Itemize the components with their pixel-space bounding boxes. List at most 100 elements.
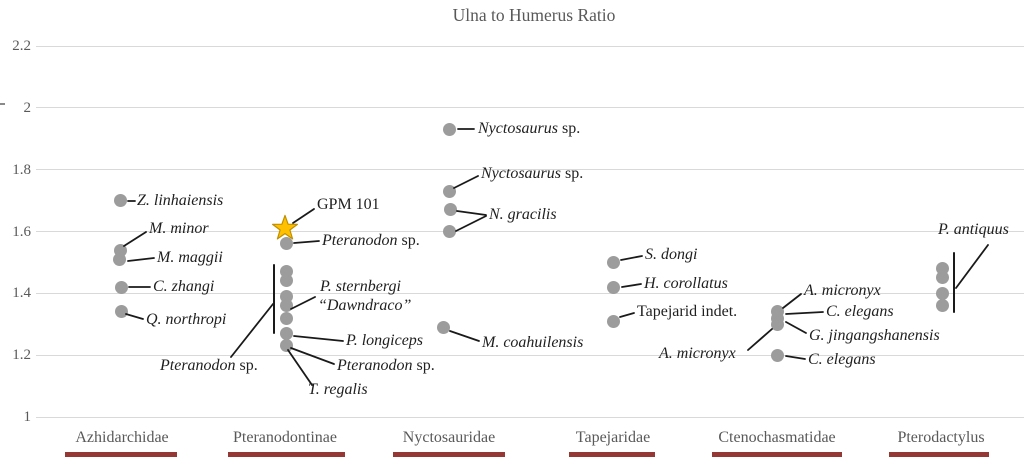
annotation-label: G. jingangshanensis	[809, 326, 940, 346]
leader-line	[785, 311, 824, 315]
annotation-label: Nyctosaurus sp.	[481, 164, 583, 184]
annotation-label: N. gracilis	[489, 205, 557, 225]
y-tick-label: 1	[23, 409, 32, 425]
cropped-red-text-bar	[65, 452, 177, 457]
data-point	[935, 299, 949, 313]
label-roman-text: GPM 101	[317, 196, 380, 213]
taxon-name: “Dawndraco”	[318, 297, 412, 314]
leader-line	[292, 208, 315, 224]
taxon-name: P. antiquus	[938, 221, 1009, 238]
chart-title: Ulna to Humerus Ratio	[452, 5, 616, 25]
taxon-name: M. coahuilensis	[482, 334, 584, 351]
leader-line	[125, 313, 144, 320]
taxon-name: C. elegans	[808, 351, 876, 368]
gridline	[36, 231, 1024, 232]
data-point	[770, 348, 784, 362]
data-point	[442, 225, 456, 238]
data-point	[770, 317, 784, 331]
annotation-label: C. zhangi	[153, 277, 214, 297]
taxon-name: Nyctosaurus	[481, 165, 561, 182]
annotation-label: C. elegans	[826, 302, 894, 322]
leader-line	[955, 244, 989, 289]
cropped-red-text-bar	[889, 452, 989, 457]
taxon-name: T. regalis	[308, 381, 368, 398]
x-category-label: Tapejaridae	[575, 429, 651, 446]
x-category-label: Nyctosauridae	[402, 429, 496, 446]
annotation-label: M. maggii	[157, 248, 223, 268]
gridline	[36, 416, 1024, 418]
leader-line	[293, 335, 344, 342]
taxon-name: P. sternbergi	[320, 278, 401, 295]
leader-line	[785, 321, 807, 334]
leader-line	[747, 328, 773, 351]
taxon-name: H. corollatus	[644, 275, 728, 292]
annotation-label: Pteranodon sp.	[160, 356, 258, 376]
annotation-label: “Dawndraco”	[318, 296, 411, 316]
leader-line	[123, 231, 147, 247]
annotation-label: Q. northropi	[146, 310, 226, 330]
gridline	[36, 45, 1024, 47]
leader-line	[455, 215, 487, 232]
label-roman-text: sp.	[561, 165, 584, 182]
y-tick-label: 2	[23, 99, 32, 116]
y-tick-label: 1.6	[12, 223, 31, 240]
data-point	[442, 122, 456, 136]
cropped-red-text-bar	[228, 452, 345, 457]
data-point	[279, 299, 293, 313]
taxon-name: C. elegans	[826, 303, 894, 320]
x-category-label: Ctenochasmatidae	[718, 429, 836, 446]
label-roman-text: sp.	[397, 232, 420, 249]
data-point	[606, 255, 620, 269]
x-category-label: Pterodactylus	[897, 429, 985, 446]
annotation-label: M. minor	[149, 219, 209, 239]
y-axis-title-fragment	[0, 103, 5, 105]
cropped-red-text-bar	[393, 452, 505, 457]
annotation-label: H. corollatus	[644, 274, 728, 294]
leader-line	[782, 293, 802, 309]
taxon-name: Q. northropi	[146, 311, 227, 328]
data-point	[442, 184, 456, 198]
annotation-label: P. sternbergi	[320, 277, 401, 297]
data-point	[935, 286, 949, 300]
annotation-label: A. micronyx	[659, 344, 736, 364]
leader-line	[621, 283, 642, 288]
data-point	[436, 320, 450, 334]
leader-line	[453, 175, 479, 189]
taxon-name: Nyctosaurus	[478, 120, 558, 137]
annotation-label: Tapejarid indet.	[637, 302, 737, 322]
leader-line	[293, 240, 320, 244]
taxon-name: C. zhangi	[153, 278, 215, 295]
annotation-label: S. dongi	[645, 245, 697, 265]
taxon-name: S. dongi	[645, 246, 698, 263]
label-roman-text: sp.	[235, 357, 258, 374]
data-point	[606, 314, 620, 328]
gridline	[36, 354, 1024, 356]
data-point	[935, 271, 949, 285]
leader-line	[127, 257, 155, 262]
data-point	[112, 252, 126, 266]
leader-line	[449, 330, 480, 342]
cropped-red-text-bar	[712, 452, 842, 457]
data-point	[114, 280, 128, 294]
label-roman-text: sp.	[558, 120, 581, 137]
leader-line	[619, 312, 635, 318]
x-category-label: Azhidarchidae	[75, 429, 169, 446]
taxon-name: Pteranodon	[337, 357, 413, 374]
data-point	[443, 203, 457, 217]
leader-line	[785, 355, 806, 360]
data-point	[279, 339, 293, 353]
data-point	[279, 274, 293, 288]
gpm-star-icon	[272, 214, 298, 240]
leader-line	[290, 296, 316, 310]
annotation-label: C. elegans	[808, 350, 876, 370]
y-tick-label: 1.2	[12, 347, 31, 364]
annotation-label: Nyctosaurus sp.	[478, 119, 580, 139]
taxon-name: P. longiceps	[346, 332, 424, 349]
annotation-label: Pteranodon sp.	[322, 231, 420, 251]
taxon-name: G. jingangshanensis	[809, 327, 940, 344]
annotation-label: T. regalis	[308, 380, 368, 400]
gridline	[36, 169, 1024, 171]
y-tick-label: 2.2	[12, 38, 31, 54]
data-point	[279, 327, 293, 341]
data-point	[606, 280, 620, 294]
